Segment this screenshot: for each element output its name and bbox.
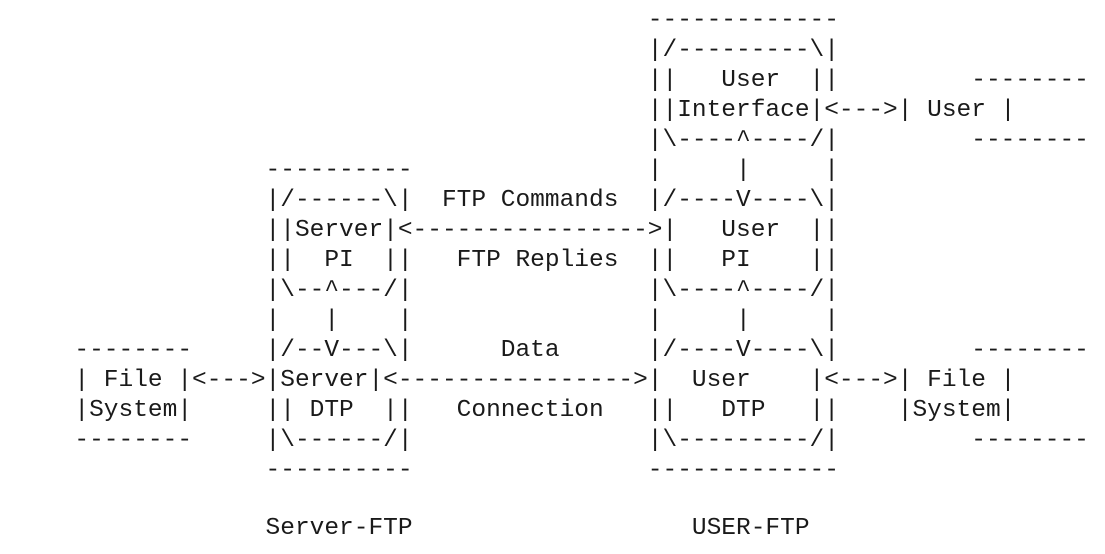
- diagram-line-pi-inner-bottom: |\--^---/| |\----^----/|: [45, 277, 839, 304]
- diagram-line-user-interface-inner-top: |/---------\|: [45, 37, 839, 64]
- diagram-line-bottom-borders: ---------- -------------: [45, 457, 839, 484]
- diagram-line-ftp-replies-label: || PI || FTP Replies || PI ||: [45, 247, 839, 274]
- diagram-line-ftp-commands-label: |/------\| FTP Commands |/----V----\|: [45, 187, 839, 214]
- diagram-line-dtp-inner-bottom: -------- |\------/| |\---------/| ------…: [45, 427, 1089, 454]
- diagram-line-user-interface-top-border: -------------: [45, 7, 839, 34]
- diagram-line-user-interface-label: || User || --------: [45, 67, 1089, 94]
- diagram-line-dtp-link: | File |<--->|Server|<---------------->|…: [45, 367, 1016, 394]
- diagram-line-connection-label: |System| || DTP || Connection || DTP || …: [45, 397, 1016, 424]
- diagram-line-vertical-connectors: | | | | | |: [45, 307, 839, 334]
- diagram-line-captions: Server-FTP USER-FTP: [45, 515, 810, 542]
- diagram-line-interface-user-link: ||Interface|<--->| User |: [45, 97, 1016, 124]
- diagram-line-pi-link: ||Server|<---------------->| User ||: [45, 217, 839, 244]
- diagram-line-user-interface-inner-bottom: |\----^----/| --------: [45, 127, 1089, 154]
- diagram-line-data-label: -------- |/--V---\| Data |/----V----\| -…: [45, 337, 1089, 364]
- diagram-line-server-ftp-top-border: ---------- | | |: [45, 157, 839, 184]
